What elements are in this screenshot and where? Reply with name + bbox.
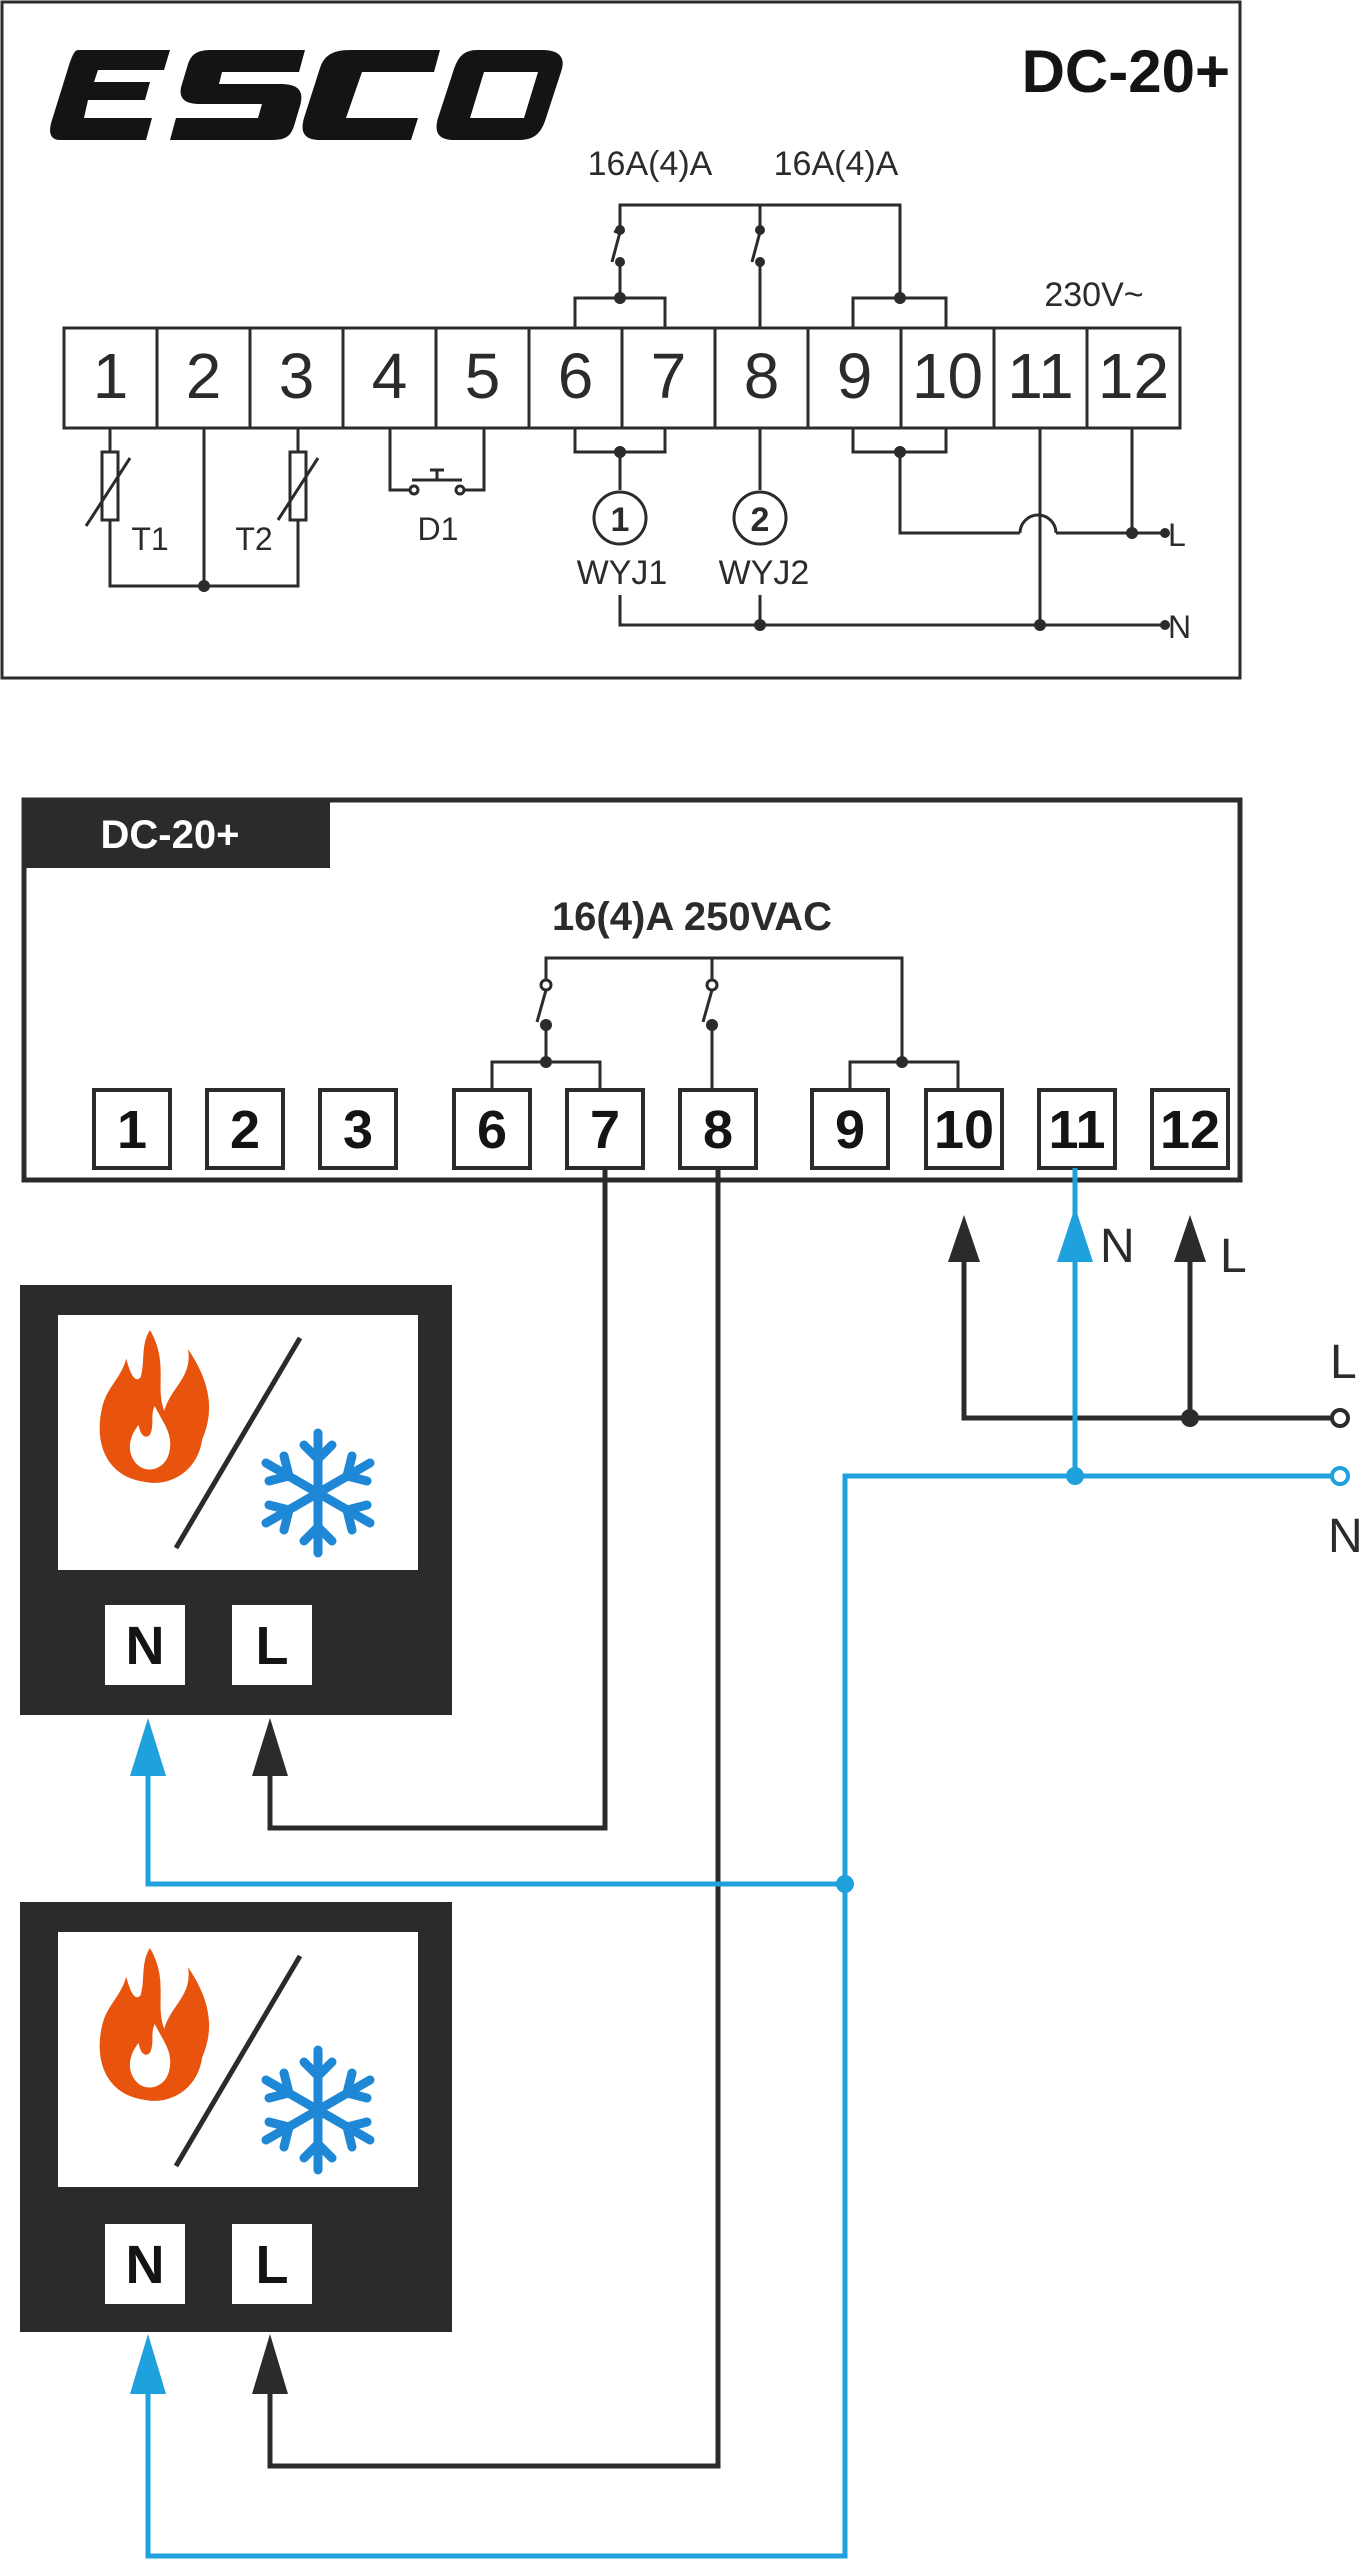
device2-l-label: L xyxy=(256,2235,289,2295)
bottom-terminal xyxy=(565,1088,645,1170)
relay1-rating: 16A(4)A xyxy=(588,145,713,183)
top-terminal xyxy=(806,326,903,430)
output1-label: WYJ1 xyxy=(577,554,668,592)
top-terminal-number: 11 xyxy=(1007,340,1073,412)
device1-l-terminal xyxy=(228,1601,316,1689)
arrows xyxy=(130,1207,1206,2394)
top-terminal-number: 2 xyxy=(186,340,222,412)
bottom-terminal-number: 1 xyxy=(117,1100,147,1160)
digital-input-label: D1 xyxy=(418,511,459,547)
bottom-terminal xyxy=(318,1088,398,1170)
terminal12-l-label: L xyxy=(1220,1230,1247,1283)
top-terminal-number: 5 xyxy=(465,340,501,412)
device1-n-terminal xyxy=(101,1601,189,1689)
device1-n-label: N xyxy=(126,1616,165,1676)
bottom-terminal-number: 11 xyxy=(1048,1100,1105,1160)
device1-l-label: L xyxy=(256,1616,289,1676)
sensor-t2-label: T2 xyxy=(235,521,272,557)
top-terminal-number: 3 xyxy=(279,340,315,412)
top-terminal-number: 7 xyxy=(651,340,687,412)
relay-rating: 16(4)A 250VAC xyxy=(552,895,832,939)
bottom-terminal-number: 12 xyxy=(1160,1100,1220,1160)
output2-number: 2 xyxy=(751,501,770,539)
bottom-terminal xyxy=(1150,1088,1230,1170)
model-title: DC-20+ xyxy=(1022,38,1230,105)
bottom-terminal-number: 2 xyxy=(230,1100,260,1160)
bottom-wires xyxy=(145,1168,1340,2559)
supply-voltage: 230V~ xyxy=(1044,276,1143,314)
device-2: N L xyxy=(20,1902,452,2332)
top-terminal xyxy=(1085,326,1182,430)
bottom-terminal-number: 3 xyxy=(343,1100,373,1160)
supply-n-label: N xyxy=(1328,1510,1363,1563)
device2-n-terminal xyxy=(101,2220,189,2308)
terminal11-n-label: N xyxy=(1100,1220,1135,1273)
top-terminal-number: 10 xyxy=(912,340,983,412)
bottom-terminal-number: 9 xyxy=(835,1100,865,1160)
divider xyxy=(173,1954,303,2168)
bottom-terminal-number: 6 xyxy=(477,1100,507,1160)
model-tab-label: DC-20+ xyxy=(101,813,240,857)
bottom-terminal xyxy=(924,1088,1004,1170)
device2-l-terminal xyxy=(228,2220,316,2308)
bottom-terminal xyxy=(205,1088,285,1170)
top-terminal xyxy=(248,326,345,430)
top-terminal xyxy=(620,326,717,430)
device-1: N L xyxy=(20,1285,452,1715)
model-tab xyxy=(24,800,330,868)
bottom-terminal-number: 7 xyxy=(590,1100,620,1160)
top-terminal xyxy=(434,326,531,430)
brand-logo xyxy=(50,50,563,140)
bottom-terminal xyxy=(1037,1088,1117,1170)
bottom-junctions xyxy=(836,1408,1350,1893)
bottom-relay-dots xyxy=(539,978,908,1068)
output2-label: WYJ2 xyxy=(719,554,810,592)
bottom-terminal xyxy=(92,1088,172,1170)
top-terminal-number: 1 xyxy=(93,340,129,412)
top-line-label: L xyxy=(1168,517,1186,553)
bottom-terminal-number: 8 xyxy=(703,1100,733,1160)
output1-number: 1 xyxy=(611,501,630,539)
supply-l-label: L xyxy=(1330,1336,1357,1389)
top-terminal xyxy=(341,326,438,430)
top-terminal-number: 4 xyxy=(372,340,408,412)
top-terminal-number: 6 xyxy=(558,340,594,412)
device2-n-label: N xyxy=(126,2235,165,2295)
top-junctions xyxy=(198,446,1170,631)
top-terminal-number: 8 xyxy=(744,340,780,412)
relay-dots xyxy=(614,225,906,304)
bottom-terminal xyxy=(452,1088,532,1170)
bottom-terminal xyxy=(810,1088,890,1170)
top-terminal-number: 9 xyxy=(837,340,873,412)
divider xyxy=(173,1336,303,1550)
top-terminal xyxy=(713,326,810,430)
top-terminal-number: 12 xyxy=(1098,340,1169,412)
relay2-rating: 16A(4)A xyxy=(774,145,899,183)
bottom-terminal-number: 10 xyxy=(934,1100,994,1160)
sensor-t1-label: T1 xyxy=(131,521,168,557)
top-neutral-label: N xyxy=(1168,609,1191,645)
d1-contacts xyxy=(408,484,466,496)
